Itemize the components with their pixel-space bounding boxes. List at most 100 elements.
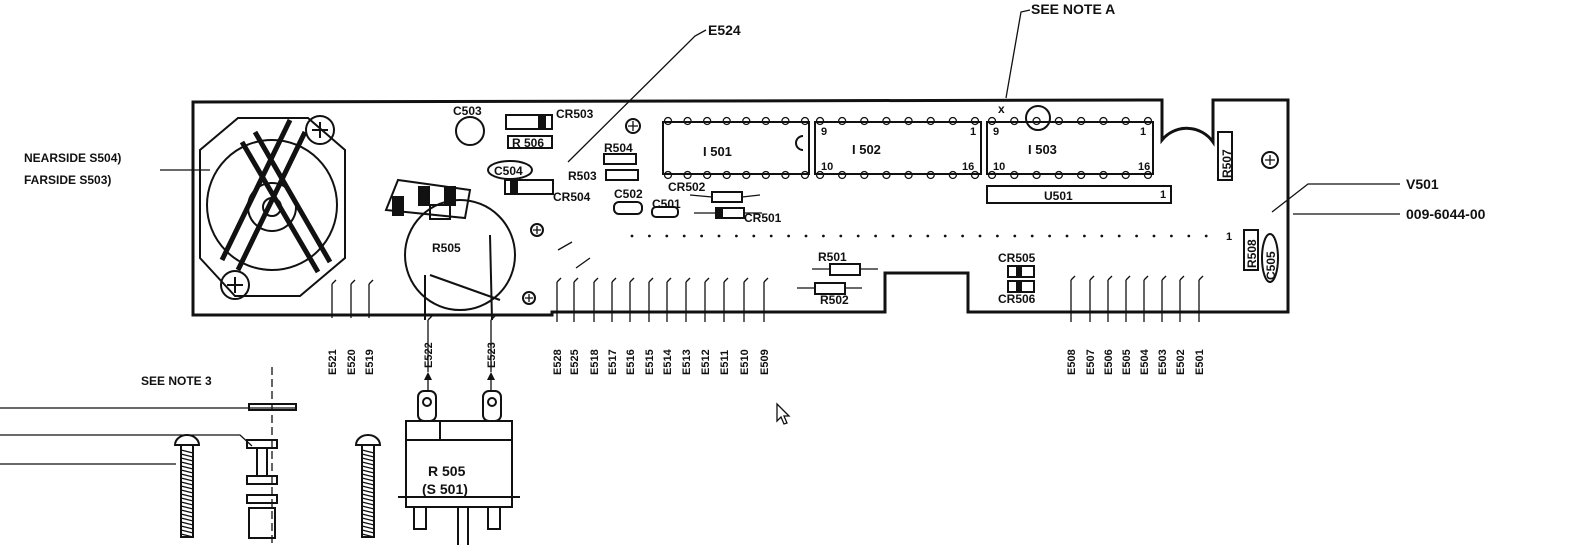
terminal-label-e513: E513	[681, 349, 693, 375]
hole-dot	[1152, 234, 1156, 238]
ic-pin	[663, 116, 673, 126]
terminal-label-e516: E516	[625, 349, 637, 375]
r507-label: R507	[1220, 149, 1234, 178]
nearside-label: NEARSIDE S504)	[24, 151, 121, 165]
cr505-label: CR505	[998, 251, 1036, 265]
note-a-leader	[1005, 9, 1031, 99]
hole-dot	[996, 234, 999, 238]
terminal-tip	[368, 279, 374, 285]
terminal-tip	[611, 277, 617, 283]
hole-dot	[1048, 234, 1051, 238]
hole-dot	[1083, 234, 1086, 238]
hole-dot	[752, 234, 756, 238]
v501-leader	[1271, 183, 1400, 213]
ic-pin	[970, 116, 980, 126]
ic-i503	[986, 121, 1154, 175]
i502-pin1: 1	[970, 126, 976, 138]
r503-resistor	[605, 169, 639, 181]
cr504-diode	[504, 179, 554, 195]
terminal-tip	[573, 277, 579, 283]
e524-leader	[567, 29, 707, 163]
terminal-label-e507: E507	[1085, 349, 1097, 375]
hole-dot	[1204, 234, 1208, 238]
ic-pin	[926, 170, 935, 180]
ic-pin	[742, 116, 751, 126]
ic-pin	[761, 170, 771, 180]
hole-dot	[822, 234, 825, 238]
terminal-arrow	[424, 372, 432, 380]
hole-dot	[1187, 234, 1191, 238]
terminal-tip	[1179, 275, 1185, 281]
terminal-label-e515: E515	[644, 349, 656, 375]
ic-pin	[1010, 170, 1019, 180]
ic-pin	[1032, 116, 1041, 126]
c501-label: C501	[652, 197, 681, 211]
ic-pin	[904, 170, 913, 180]
c503-label: C503	[453, 104, 482, 118]
mouse-cursor-icon	[776, 402, 791, 425]
terminal-label-e520: E520	[346, 349, 358, 375]
ic-pin	[1099, 170, 1108, 180]
cr503-diode	[505, 114, 553, 130]
ic-pin	[800, 170, 810, 180]
terminal-tip	[350, 279, 356, 285]
terminal-label-e517: E517	[607, 349, 619, 375]
terminal-tip	[666, 277, 672, 283]
terminal-tip	[1070, 275, 1076, 281]
i502-pin16: 16	[962, 161, 974, 173]
ic-pin	[702, 170, 712, 180]
hole-dot	[926, 234, 930, 238]
cr501-label: CR501	[744, 211, 782, 225]
x-mark: x	[998, 102, 1005, 116]
assembly-s501-label: (S 501)	[422, 481, 468, 497]
hole-dot	[856, 234, 860, 238]
c503-capacitor	[455, 116, 485, 146]
screw-right	[354, 434, 382, 538]
terminal-label-e505: E505	[1121, 349, 1133, 375]
ic-pin	[663, 170, 673, 180]
ic-pin	[781, 170, 790, 180]
terminal-tip	[704, 277, 710, 283]
terminal-label-e509: E509	[759, 349, 771, 375]
ic-pin	[800, 116, 810, 126]
c501-capacitor	[651, 206, 679, 218]
hole-dot	[978, 234, 982, 238]
terminal-tip	[593, 277, 599, 283]
i501-label: I 501	[703, 144, 732, 159]
hole-dot	[943, 234, 947, 238]
hole-dot	[1065, 234, 1069, 238]
terminal-label-e502: E502	[1175, 349, 1187, 375]
terminal-label-e518: E518	[589, 349, 601, 375]
c502-label: C502	[614, 187, 643, 201]
i503-pin9: 9	[993, 126, 999, 138]
hole-dot	[1170, 234, 1173, 238]
hole-dot	[891, 234, 895, 238]
r502-label: R502	[820, 293, 849, 307]
terminal-label-e501: E501	[1194, 349, 1206, 375]
terminal-tip	[1143, 275, 1149, 281]
farside-label: FARSIDE S503)	[24, 173, 111, 187]
r508-resistor	[1243, 229, 1259, 271]
ic-pin	[1054, 170, 1064, 180]
r508-label: R508	[1245, 239, 1259, 268]
hole-dot	[839, 234, 843, 238]
terminal-arrow	[487, 372, 495, 380]
hole-dot	[787, 234, 790, 238]
terminal-tip	[556, 277, 562, 283]
i502-label: I 502	[852, 142, 881, 157]
ic-pin	[683, 170, 692, 180]
hole-row	[630, 234, 1208, 238]
ic-pin	[837, 170, 847, 180]
r505-label: R505	[432, 241, 461, 255]
ic-pin	[1121, 116, 1130, 126]
r501-resistor	[829, 263, 861, 276]
pot-assembly	[398, 390, 520, 545]
terminal-label-e521: E521	[327, 349, 339, 375]
cr503-label: CR503	[556, 107, 594, 121]
ic-pin	[987, 116, 997, 126]
terminal-label-e519: E519	[364, 349, 376, 375]
c502-capacitor	[613, 201, 643, 215]
ic-pin	[987, 170, 997, 180]
hole-dot	[769, 234, 773, 238]
ic-pin	[683, 116, 692, 126]
